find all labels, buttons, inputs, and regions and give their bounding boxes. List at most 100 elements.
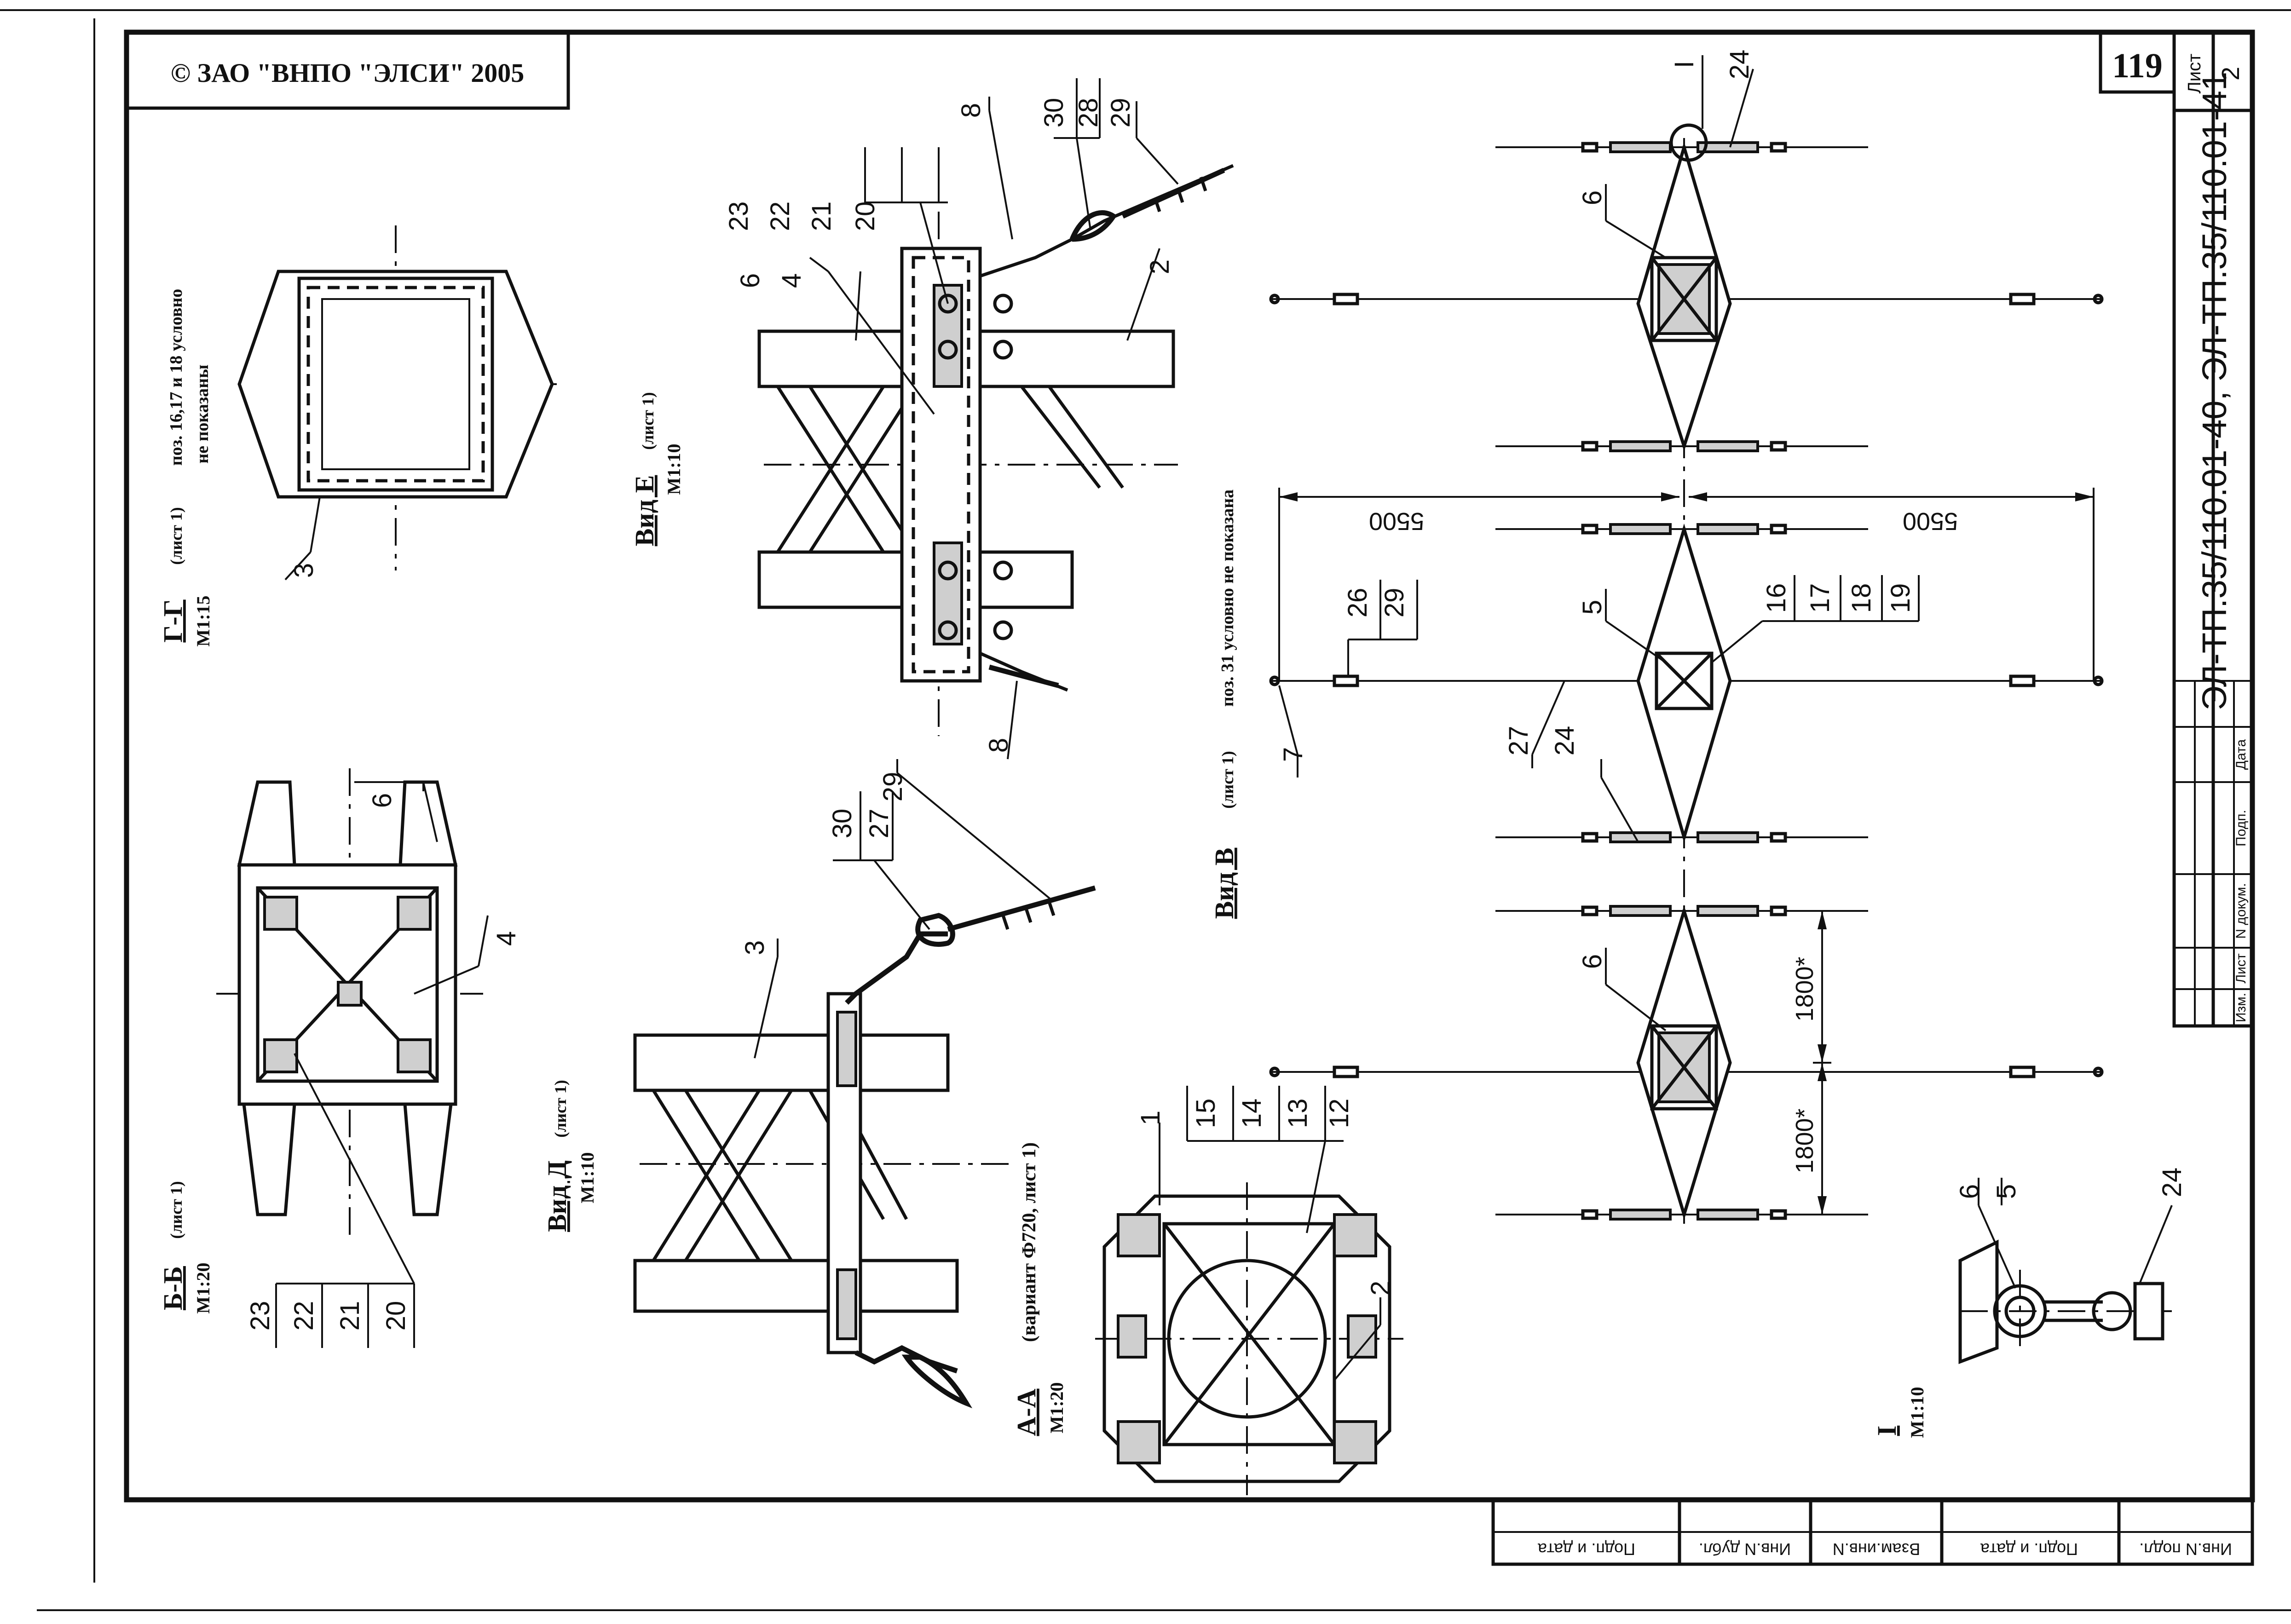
callout-v-7: 7	[1278, 747, 1308, 762]
callout-e-20: 20	[850, 202, 880, 231]
callout-e-6: 6	[735, 273, 765, 288]
detail-i-marker	[1669, 123, 1708, 162]
view-gg: Г-Г (лист 1) М1:15 поз. 16,17 и 18 услов…	[158, 225, 557, 647]
detail-i-scale: М1:10	[1907, 1387, 1927, 1438]
callout-bb-6: 6	[367, 793, 397, 808]
callout-v-6-bottom: 6	[1577, 954, 1607, 969]
spreader-top	[1636, 141, 1732, 452]
callout-v-29: 29	[1379, 588, 1409, 618]
dim-5500-left: 5500	[1369, 507, 1424, 535]
stamp-col-data: Дата	[2233, 739, 2249, 770]
dimension-lines	[1278, 488, 2095, 1215]
view-v: Вид В (лист 1) поз. 31 условно не показа…	[1209, 55, 2104, 1224]
dim-1800-lower: 1800*	[1791, 1108, 1818, 1173]
view-v-title: Вид В	[1209, 848, 1239, 919]
view-gg-note-1: поз. 16,17 и 18 условно	[167, 289, 186, 466]
callout-v-24: 24	[1550, 726, 1580, 756]
strip-podp-data-1: Подп. и дата	[1980, 1540, 2078, 1559]
callout-e-8-top: 8	[956, 103, 986, 118]
view-e-scale: М1:10	[664, 443, 684, 495]
callout-e-23: 23	[724, 202, 754, 231]
stamp-sheet-label: Лист	[2184, 54, 2204, 94]
callout-v-27: 27	[1504, 726, 1534, 756]
view-v-note: поз. 31 условно не показана	[1218, 490, 1237, 707]
callout-d-27: 27	[864, 809, 894, 839]
callout-bb-20: 20	[381, 1301, 411, 1331]
callout-v-16: 16	[1761, 583, 1791, 613]
callout-v-17: 17	[1805, 583, 1835, 613]
callout-e-4: 4	[777, 273, 807, 288]
view-d-ref: (лист 1)	[551, 1080, 570, 1138]
view-bb-title: Б-Б	[158, 1266, 188, 1310]
callout-d-3: 3	[740, 940, 770, 955]
insulator-strings	[1581, 141, 1787, 1221]
callout-aa-15: 15	[1191, 1099, 1221, 1129]
stamp-col-ndoc: N докум.	[2233, 883, 2249, 939]
callout-i-5: 5	[1991, 1184, 2021, 1199]
view-e-ref: (лист 1)	[639, 392, 657, 450]
stamp-sheet-value: 2	[2217, 67, 2245, 81]
strip-podp-data-2: Подп. и дата	[1537, 1540, 1635, 1559]
callout-e-28: 28	[1073, 98, 1103, 128]
callout-e-30: 30	[1039, 98, 1069, 128]
view-bb-ref: (лист 1)	[167, 1181, 185, 1239]
callout-e-22: 22	[765, 202, 795, 231]
callout-aa-12: 12	[1324, 1099, 1354, 1129]
callout-d-29: 29	[878, 772, 908, 802]
guy-insulators	[1269, 293, 2104, 1078]
callout-aa-13: 13	[1283, 1099, 1313, 1129]
view-gg-ref: (лист 1)	[167, 507, 185, 565]
view-aa-scale: М1:20	[1046, 1382, 1067, 1433]
callout-aa-14: 14	[1237, 1099, 1267, 1129]
callout-aa-1: 1	[1136, 1111, 1166, 1125]
view-gg-scale: М1:15	[193, 595, 214, 646]
stamp-col-podp: Подп.	[2233, 810, 2249, 847]
callout-bb-22: 22	[289, 1301, 319, 1331]
callout-v-26: 26	[1343, 588, 1373, 618]
callout-gg-3: 3	[289, 563, 319, 578]
strip-inv-podl: Инв.N подл.	[2139, 1540, 2232, 1559]
callout-bb-4: 4	[491, 931, 521, 946]
view-aa-ref: (вариант Ф720, лист 1)	[1019, 1142, 1040, 1342]
callout-v-24-top: 24	[1725, 50, 1754, 80]
sheet-number-box: 119	[2099, 30, 2176, 94]
spreader-mid	[1636, 523, 1732, 843]
dim-1800-upper: 1800*	[1791, 956, 1818, 1021]
view-e: Вид Е (лист 1) М1:10	[629, 78, 1234, 760]
view-d-scale: М1:10	[577, 1152, 598, 1203]
callout-i-24: 24	[2157, 1168, 2187, 1198]
view-d: Вид Д (лист 1) М1:10	[542, 759, 1096, 1409]
callout-i-6: 6	[1955, 1184, 1985, 1199]
view-aa: А-А (вариант Ф720, лист 1) М1:20	[1011, 1086, 1403, 1495]
stamp-designation: ЭЛ-ТП.35/110.01-40, ЭЛ-ТП.35/110.01-41	[2195, 72, 2233, 710]
side-strip: Инв.N подл. Подп. и дата Взам.инв.N Инв.…	[1491, 1498, 2254, 1566]
title-stamp: Лист 2 ЭЛ-ТП.35/110.01-40, ЭЛ-ТП.35/110.…	[2172, 30, 2254, 1028]
callout-aa-2: 2	[1366, 1281, 1396, 1296]
detail-i-title: I	[1872, 1426, 1902, 1436]
view-gg-note-2: не показаны	[193, 364, 212, 463]
view-bb: Б-Б (лист 1) М1:20	[158, 768, 489, 1348]
copyright-box: © ЗАО "ВНПО "ЭЛСИ" 2005	[125, 30, 570, 110]
view-bb-scale: М1:20	[193, 1262, 214, 1313]
view-aa-title: А-А	[1011, 1388, 1041, 1436]
callout-e-8-bottom: 8	[984, 738, 1014, 753]
callout-bb-21: 21	[335, 1301, 365, 1331]
callout-d-30: 30	[827, 809, 857, 839]
dim-5500-right: 5500	[1903, 507, 1958, 535]
view-d-title: Вид Д	[542, 1160, 572, 1232]
callout-v-i: I	[1669, 61, 1699, 68]
strip-vzam-inv: Взам.инв.N	[1833, 1540, 1920, 1559]
view-gg-title: Г-Г	[158, 599, 188, 642]
callout-e-29: 29	[1106, 98, 1136, 128]
callout-v-18: 18	[1847, 583, 1876, 613]
sheet-number: 119	[2112, 46, 2163, 85]
stamp-col-izm: Изм.	[2233, 993, 2249, 1022]
callout-bb-23: 23	[245, 1301, 275, 1331]
stamp-col-list: Лист	[2233, 953, 2249, 983]
view-v-ref: (лист 1)	[1218, 751, 1237, 809]
strip-inv-dubl: Инв.N дубл.	[1699, 1540, 1791, 1559]
callout-v-5: 5	[1577, 600, 1607, 615]
callout-e-2: 2	[1145, 259, 1175, 274]
callout-e-21: 21	[807, 202, 837, 231]
